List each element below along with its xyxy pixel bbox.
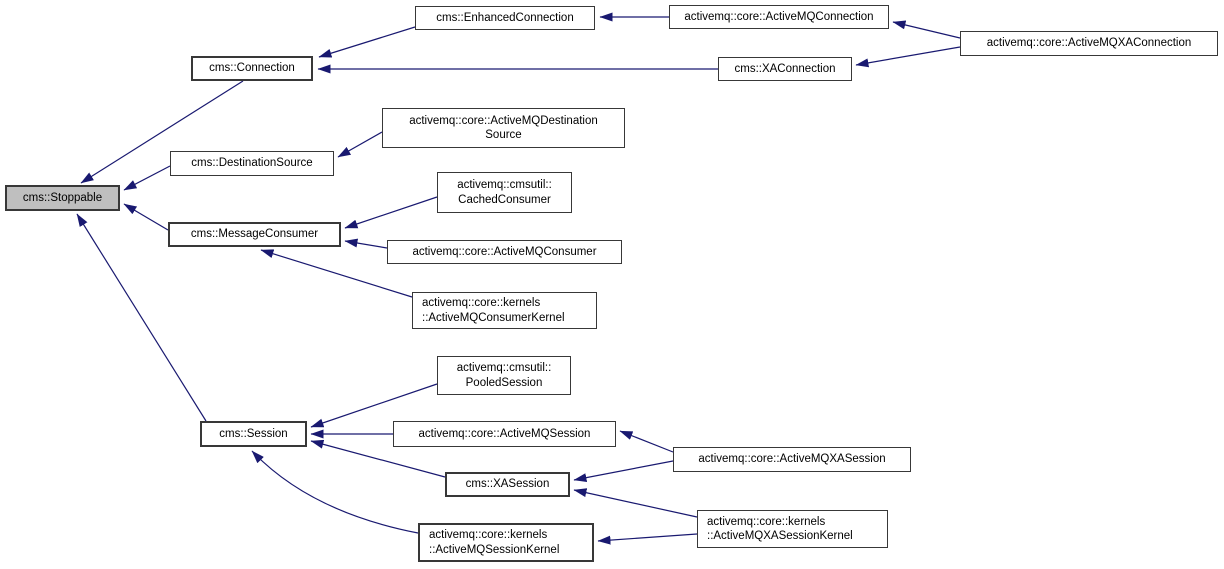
class-node-activemq-core-activemq-session[interactable]: activemq::core::ActiveMQSession: [393, 421, 616, 447]
edge-activemq-dest-source-to-destination-source: [337, 131, 383, 158]
class-node-activemq-core-activemq-destination-source[interactable]: activemq::core::ActiveMQDestination Sour…: [382, 108, 625, 148]
class-node-activemq-core-kernels-activemq-session-kernel[interactable]: activemq::core::kernels ::ActiveMQSessio…: [418, 523, 594, 562]
class-node-cms-stoppable[interactable]: cms::Stoppable: [5, 185, 120, 211]
class-node-activemq-core-activemq-connection[interactable]: activemq::core::ActiveMQConnection: [669, 5, 889, 29]
edge-xa-session-kernel-to-session-kernel: [597, 533, 698, 545]
edge-session-to-stoppable: [76, 213, 207, 422]
class-node-activemq-core-kernels-activemq-consumer-kernel[interactable]: activemq::core::kernels ::ActiveMQConsum…: [412, 292, 597, 329]
edge-xa-session-to-session: [310, 439, 446, 478]
class-node-cms-destination-source[interactable]: cms::DestinationSource: [170, 151, 334, 176]
edge-destination-source-to-stoppable: [123, 165, 171, 191]
class-node-activemq-core-activemq-consumer[interactable]: activemq::core::ActiveMQConsumer: [387, 240, 622, 264]
edge-activemq-xa-session-to-xa-session: [573, 460, 674, 483]
edge-activemq-consumer-to-message-consumer: [344, 238, 388, 249]
edge-activemq-xa-session-to-activemq-session: [619, 430, 674, 453]
class-node-cms-xa-connection[interactable]: cms::XAConnection: [718, 57, 852, 81]
class-node-cms-session[interactable]: cms::Session: [200, 421, 307, 447]
class-node-activemq-cmsutil-cached-consumer[interactable]: activemq::cmsutil:: CachedConsumer: [437, 172, 572, 213]
class-node-cms-connection[interactable]: cms::Connection: [191, 56, 313, 81]
class-node-cms-message-consumer[interactable]: cms::MessageConsumer: [168, 222, 341, 247]
edge-message-consumer-to-stoppable: [123, 203, 169, 231]
class-node-activemq-core-kernels-activemq-xa-session-kernel[interactable]: activemq::core::kernels ::ActiveMQXASess…: [697, 510, 888, 548]
edge-enhanced-connection-to-connection: [318, 26, 416, 58]
edge-cached-consumer-to-message-consumer: [344, 196, 438, 229]
class-node-activemq-cmsutil-pooled-session[interactable]: activemq::cmsutil:: PooledSession: [437, 356, 571, 395]
class-node-activemq-core-activemq-xa-session[interactable]: activemq::core::ActiveMQXASession: [673, 447, 911, 472]
class-node-cms-xa-session[interactable]: cms::XASession: [445, 472, 570, 497]
edge-xa-session-kernel-to-xa-session: [573, 488, 698, 518]
class-node-cms-enhanced-connection[interactable]: cms::EnhancedConnection: [415, 6, 595, 30]
edge-pooled-session-to-session: [310, 383, 438, 428]
edge-connection-to-stoppable: [80, 80, 244, 184]
edge-activemq-xa-connection-to-xa-connection: [855, 46, 961, 68]
class-node-activemq-core-activemq-xa-connection[interactable]: activemq::core::ActiveMQXAConnection: [960, 31, 1218, 56]
edge-consumer-kernel-to-message-consumer: [260, 249, 413, 298]
edge-activemq-xa-connection-to-activemq-connection: [892, 20, 961, 39]
edge-session-kernel-to-session: [251, 450, 419, 534]
